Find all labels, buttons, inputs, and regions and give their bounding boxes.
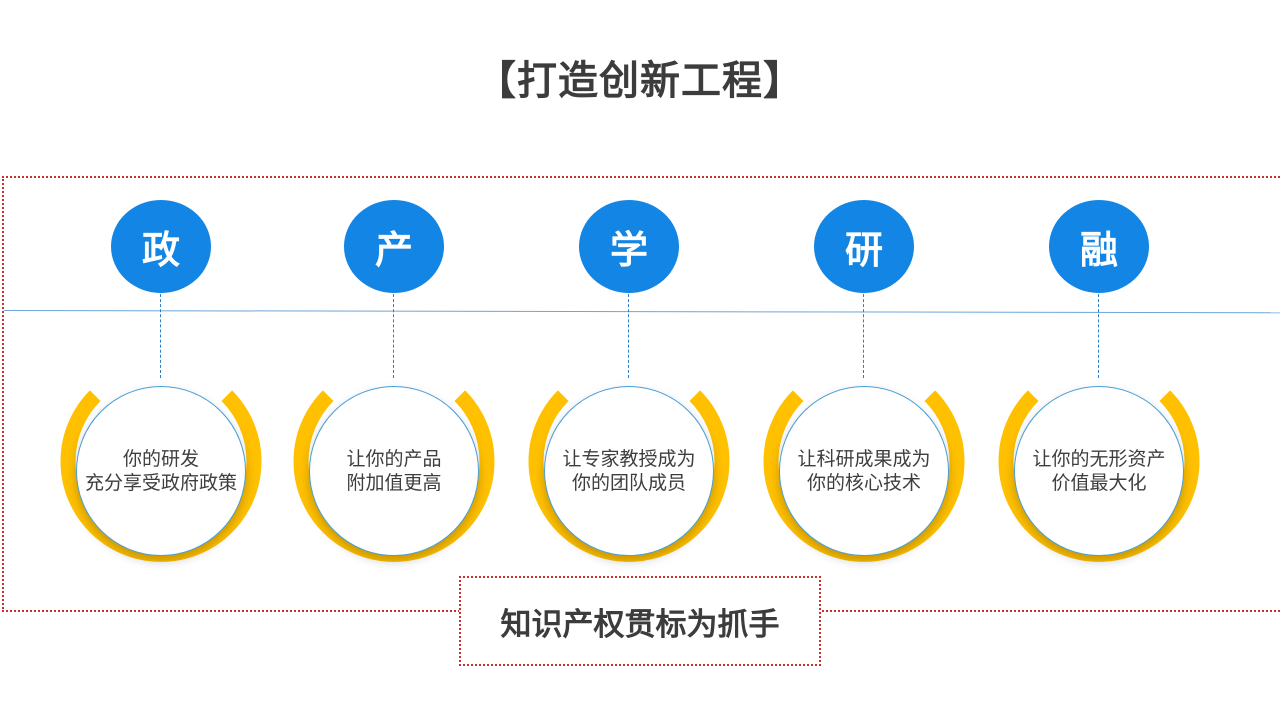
node-ring: 你的研发 充分享受政府政策 bbox=[57, 384, 265, 569]
node-badge: 融 bbox=[1049, 200, 1149, 293]
node-xue: 学 让专家教授成为 你的团队成员 bbox=[528, 200, 730, 562]
node-connector bbox=[863, 294, 864, 378]
node-description: 你的研发 充分享受政府政策 bbox=[84, 448, 237, 494]
node-description: 让你的无形资产 价值最大化 bbox=[1032, 448, 1166, 494]
node-card: 让专家教授成为 你的团队成员 bbox=[544, 386, 714, 556]
node-connector bbox=[1098, 294, 1099, 378]
node-ring: 让科研成果成为 你的核心技术 bbox=[760, 384, 968, 569]
node-ring: 让你的产品 附加值更高 bbox=[290, 384, 498, 569]
node-badge: 研 bbox=[814, 200, 914, 293]
node-description: 让科研成果成为 你的核心技术 bbox=[797, 448, 931, 494]
node-connector bbox=[628, 294, 629, 378]
node-chan: 产 让你的产品 附加值更高 bbox=[293, 200, 495, 562]
node-rong: 融 让你的无形资产 价值最大化 bbox=[998, 200, 1200, 562]
node-badge: 政 bbox=[111, 200, 211, 293]
node-badge: 学 bbox=[579, 200, 679, 293]
node-zheng: 政 你的研发 充分享受政府政策 bbox=[60, 200, 262, 562]
node-badge: 产 bbox=[344, 200, 444, 293]
node-connector bbox=[393, 294, 394, 378]
node-description: 让专家教授成为 你的团队成员 bbox=[562, 448, 696, 494]
node-ring: 让专家教授成为 你的团队成员 bbox=[525, 384, 733, 569]
node-description: 让你的产品 附加值更高 bbox=[346, 448, 442, 494]
node-connector bbox=[160, 294, 161, 378]
node-card: 你的研发 充分享受政府政策 bbox=[76, 386, 246, 556]
node-card: 让你的无形资产 价值最大化 bbox=[1014, 386, 1184, 556]
node-ring: 让你的无形资产 价值最大化 bbox=[995, 384, 1203, 569]
page-title: 【打造创新工程】 bbox=[476, 58, 804, 104]
caption-box: 知识产权贯标为抓手 bbox=[459, 576, 821, 666]
node-yan: 研 让科研成果成为 你的核心技术 bbox=[763, 200, 965, 562]
node-card: 让你的产品 附加值更高 bbox=[309, 386, 479, 556]
node-card: 让科研成果成为 你的核心技术 bbox=[779, 386, 949, 556]
caption-text: 知识产权贯标为抓手 bbox=[500, 606, 780, 643]
